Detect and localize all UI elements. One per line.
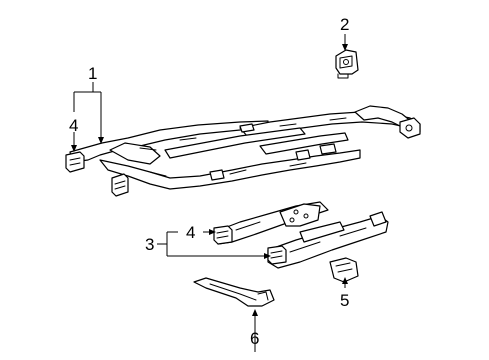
callout-5: 5 — [340, 291, 349, 310]
callout-1: 1 — [88, 64, 97, 83]
frame-assembly — [65, 105, 421, 197]
callout-4-upper: 4 — [69, 116, 78, 135]
part-5-bracket — [329, 257, 359, 283]
leader-lines — [71, 34, 348, 352]
part-4-mount-brackets — [213, 225, 287, 265]
callout-6: 6 — [250, 329, 259, 348]
callout-3: 3 — [145, 235, 154, 254]
part-2-bracket — [335, 49, 359, 79]
part-3-rear-section — [213, 201, 389, 269]
callout-2: 2 — [340, 15, 349, 34]
part-6-crossmember — [193, 277, 275, 307]
callout-4-lower: 4 — [186, 223, 195, 242]
